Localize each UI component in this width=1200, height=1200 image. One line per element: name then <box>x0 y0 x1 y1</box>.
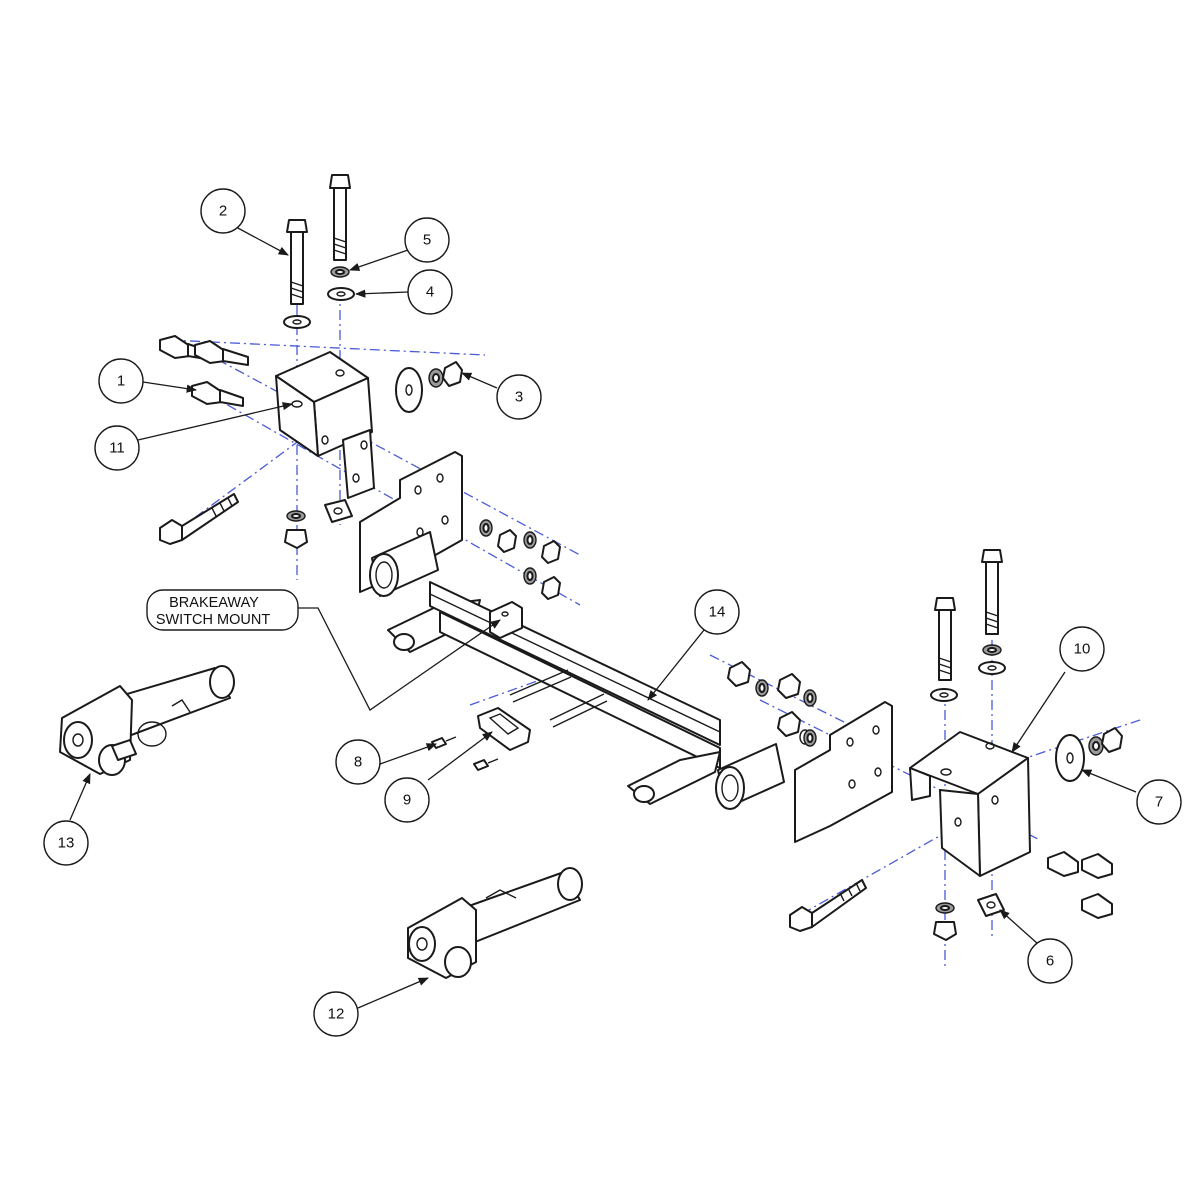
bracket-part-11 <box>275 351 375 499</box>
svg-text:9: 9 <box>403 792 411 809</box>
long-bolt-left <box>159 493 239 545</box>
label-line-1: BRAKEAWAY <box>169 595 259 611</box>
callout-7: 7 <box>1136 779 1182 825</box>
svg-text:2: 2 <box>219 203 227 220</box>
callout-11: 11 <box>94 425 140 471</box>
callout-6: 6 <box>1027 938 1073 984</box>
clip-nut-left <box>324 499 353 523</box>
leader-12 <box>357 977 429 1009</box>
svg-text:14: 14 <box>709 604 726 621</box>
leader-10 <box>1011 671 1066 753</box>
right-lower-bolts <box>1047 851 1113 919</box>
lower-right-washer-nut <box>933 902 957 941</box>
svg-text:13: 13 <box>58 835 75 852</box>
leader-3 <box>461 372 498 389</box>
leader-switch-mount <box>298 607 501 711</box>
centerline-bolt-row-3 <box>209 394 581 606</box>
callout-5: 5 <box>404 217 450 263</box>
callout-9: 9 <box>384 777 430 823</box>
callout-1: 1 <box>98 358 144 404</box>
screw-part-8 <box>431 736 499 771</box>
right-bolt-b <box>978 549 1006 675</box>
centerline-bolt-row-2 <box>199 349 581 556</box>
svg-text:7: 7 <box>1155 794 1163 811</box>
centerline-right-row-1 <box>709 654 881 741</box>
leader-11 <box>137 402 294 441</box>
leader-13 <box>69 773 91 821</box>
clevis-pin-part-12 <box>407 867 583 979</box>
switch-plate-part-9 <box>477 707 531 751</box>
bolt-part-top-center <box>329 174 351 261</box>
callout-8: 8 <box>335 739 381 785</box>
leader-7 <box>1081 769 1137 793</box>
bracket-part-10 <box>909 731 1031 877</box>
clevis-pin-part-13 <box>59 665 235 776</box>
left-plate-hardware <box>479 519 561 600</box>
leader-14 <box>647 629 705 701</box>
callout-4: 4 <box>407 269 453 315</box>
label-box <box>146 589 299 631</box>
leader-4 <box>354 289 409 298</box>
svg-text:6: 6 <box>1046 953 1054 970</box>
leader-8 <box>379 743 437 765</box>
svg-text:10: 10 <box>1074 641 1091 658</box>
main-tow-bar-part-14 <box>359 451 893 843</box>
brakeaway-switch-mount-label: BRAKEAWAY SWITCH MOUNT <box>146 589 299 631</box>
svg-text:1: 1 <box>117 373 125 390</box>
svg-text:5: 5 <box>423 232 431 249</box>
leader-6 <box>999 909 1039 945</box>
callout-13: 13 <box>43 820 89 866</box>
clip-nut-part-6 <box>977 893 1005 917</box>
svg-text:4: 4 <box>426 284 434 301</box>
bolt-part-2 <box>283 219 311 329</box>
centerline-long-bolt-right <box>799 829 951 916</box>
long-bolt-right <box>789 879 867 932</box>
centerline-bolt-row-1 <box>169 339 486 356</box>
lower-left-washer-nut <box>284 510 308 549</box>
svg-text:11: 11 <box>109 440 125 457</box>
callout-14: 14 <box>694 589 740 635</box>
washer-nut-part-3 <box>395 361 463 413</box>
leader-lines <box>69 226 1137 1009</box>
right-bolt-a <box>930 597 958 702</box>
right-nut-washer-rows <box>727 661 817 747</box>
svg-text:12: 12 <box>328 1006 345 1023</box>
callout-2: 2 <box>200 188 246 234</box>
callout-3: 3 <box>496 374 542 420</box>
leader-5 <box>349 249 409 271</box>
callout-10: 10 <box>1059 626 1105 672</box>
flat-washer-part-4 <box>327 287 355 301</box>
leader-2 <box>235 226 289 256</box>
washer-nut-part-7 <box>1055 727 1123 782</box>
svg-text:3: 3 <box>515 389 523 406</box>
centerline-plate-9 <box>469 679 541 706</box>
svg-text:8: 8 <box>354 754 362 771</box>
label-line-2: SWITCH MOUNT <box>156 612 271 628</box>
leader-1 <box>142 381 198 393</box>
centerline-right-washer <box>959 719 1141 781</box>
leader-9 <box>427 731 493 781</box>
lock-washer-part-5 <box>330 266 350 278</box>
callout-bubbles: 2 5 4 3 1 11 8 9 14 10 7 6 13 12 <box>43 188 1182 1037</box>
callout-12: 12 <box>313 991 359 1037</box>
bolt-part-1-group <box>159 335 249 407</box>
